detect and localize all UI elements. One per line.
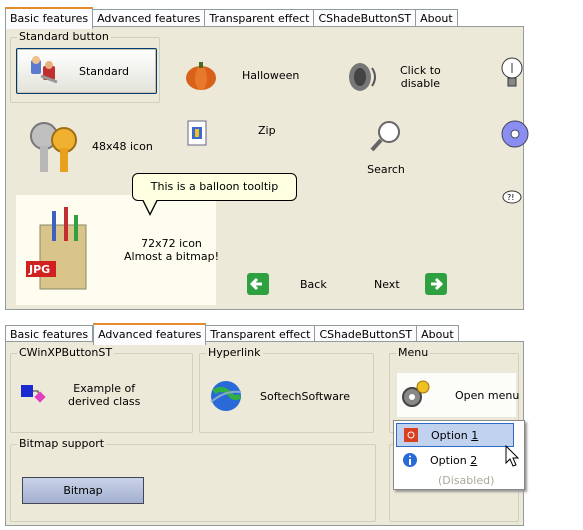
users-keys-icon (31, 56, 58, 84)
next-label: Next (374, 277, 400, 291)
click-to-disable-line1: Click to (400, 64, 441, 77)
tab-cshadebuttonst[interactable]: CShadeButtonST (314, 9, 417, 28)
softech-label: SoftechSoftware (260, 389, 350, 403)
search-label: Search (367, 163, 405, 176)
zip-file-icon (187, 120, 207, 146)
tab-cshadebuttonst[interactable]: CShadeButtonST (315, 325, 418, 344)
softech-hyperlink[interactable]: SoftechSoftware (208, 376, 368, 416)
tab-transparent-effect[interactable]: Transparent effect (206, 325, 316, 344)
hyperlink-group: Hyperlink (199, 346, 374, 433)
help-chat-icon[interactable]: ?! (502, 189, 522, 205)
standard-button-group: Standard button (10, 30, 160, 103)
tab-basic-features[interactable]: Basic features (5, 325, 94, 344)
open-menu-button[interactable]: Open menu (396, 372, 520, 418)
bitmap-button[interactable]: Bitmap (22, 477, 144, 504)
option-2-text: Option (430, 453, 471, 467)
bottom-tab-strip: Basic features Advanced features Transpa… (5, 322, 459, 345)
halloween-label: Halloween (242, 68, 300, 82)
icon-72x72-line1: 72x72 icon (141, 237, 202, 250)
globe-icon (210, 381, 242, 411)
icon-72x72-line2: Almost a bitmap! (124, 250, 220, 263)
tab-about[interactable]: About (417, 325, 459, 344)
svg-text:?!: ?! (507, 193, 514, 202)
tab-advanced-features[interactable]: Advanced features (93, 9, 206, 28)
magnifier-icon (370, 121, 400, 152)
pointer-cursor-icon (505, 445, 520, 467)
speaker-icon (349, 63, 376, 91)
tooltip-pointer-fill (143, 199, 157, 213)
derived-class-line1: Example of (73, 382, 136, 395)
back-button[interactable]: Back (246, 269, 346, 299)
menu-item-option-1[interactable]: Option 1 (396, 423, 514, 447)
option-1-key: 1 (471, 428, 479, 442)
back-label: Back (300, 277, 327, 291)
group-label: CWinXPButtonST (17, 346, 115, 360)
basic-features-panel: Standard button Standard Halloween Click… (5, 26, 529, 310)
icon-48x48-button[interactable]: 48x48 icon (26, 117, 166, 175)
stop-icon (404, 428, 418, 442)
zip-label: Zip (258, 123, 276, 137)
balloon-tooltip: This is a balloon tooltip (132, 173, 297, 201)
jpg-badge: JPG (28, 263, 50, 276)
option-1-label: Option 1 (431, 429, 478, 442)
group-label: Menu (396, 346, 431, 360)
group-label: Bitmap support (17, 437, 107, 451)
cd-icon[interactable] (500, 119, 530, 149)
class-diagram-icon (21, 385, 46, 403)
open-menu-label: Open menu (455, 388, 520, 402)
popup-menu: Option 1 Option 2 (Disabled) (393, 420, 525, 490)
group-label: Standard button (17, 30, 111, 44)
menu-item-option-2[interactable]: Option 2 (396, 449, 514, 471)
click-to-disable-line2: disable (400, 77, 441, 90)
zip-button[interactable]: Zip (186, 115, 306, 151)
tab-basic-features[interactable]: Basic features (5, 7, 94, 29)
jpg-paint-cup-icon: JPG (26, 207, 87, 290)
cwinxpbuttonst-group: CWinXPButtonST (10, 346, 193, 433)
tab-advanced-features[interactable]: Advanced features (93, 323, 207, 345)
search-button[interactable]: Search (356, 119, 416, 183)
arrow-left-icon (247, 273, 269, 295)
tab-about[interactable]: About (416, 9, 458, 28)
standard-label: Standard (79, 64, 130, 78)
option-2-label: Option 2 (430, 454, 477, 467)
menu-item-disabled: (Disabled) (438, 474, 495, 487)
halloween-button[interactable]: Halloween (184, 57, 314, 93)
option-2-key: 2 (470, 453, 478, 467)
bitmap-label: Bitmap (63, 484, 103, 497)
gears-icon (402, 380, 430, 407)
icon-48x48-label: 48x48 icon (92, 139, 153, 153)
group-label: Hyperlink (206, 346, 263, 360)
info-icon (403, 453, 417, 467)
arrow-right-icon (424, 273, 447, 295)
next-button[interactable]: Next (374, 269, 464, 299)
bitmap-support-group: Bitmap support (10, 437, 376, 522)
derived-class-line2: derived class (68, 395, 141, 408)
lightbulb-icon[interactable] (500, 55, 526, 91)
pumpkin-icon (186, 62, 216, 90)
tab-transparent-effect[interactable]: Transparent effect (205, 9, 315, 28)
standard-button[interactable]: Standard (16, 48, 157, 94)
option-1-text: Option (431, 428, 472, 442)
top-tab-strip: Basic features Advanced features Transpa… (5, 6, 458, 29)
advanced-features-panel: CWinXPButtonST Hyperlink Menu Bitmap sup… (5, 341, 524, 526)
keys-icon (30, 122, 77, 172)
